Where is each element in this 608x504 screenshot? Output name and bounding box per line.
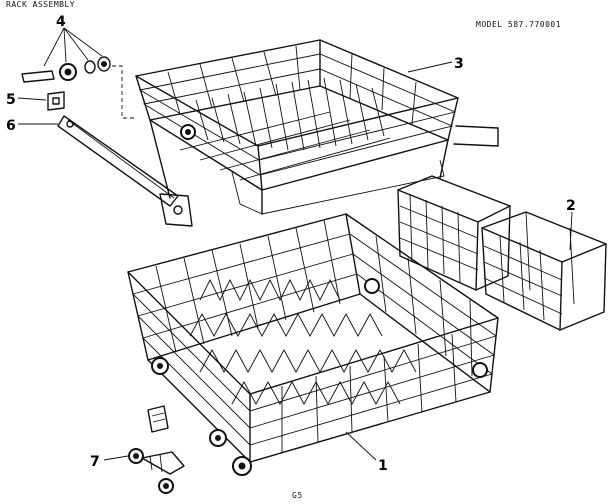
callout-7: 7 bbox=[90, 454, 100, 470]
leader-1 bbox=[345, 431, 377, 461]
callout-2: 2 bbox=[566, 198, 576, 214]
leader-7 bbox=[103, 455, 129, 461]
leader-3 bbox=[407, 61, 453, 73]
part-5-end-stop[interactable] bbox=[47, 91, 65, 111]
page-code: G5 bbox=[292, 491, 303, 500]
leader-4 bbox=[43, 27, 103, 67]
callout-6: 6 bbox=[6, 118, 16, 134]
callout-3: 3 bbox=[454, 56, 464, 72]
part-1-lower-rack[interactable] bbox=[127, 213, 499, 476]
leader-2 bbox=[569, 211, 573, 251]
assembly-dashed-line bbox=[112, 65, 136, 119]
model-number: MODEL 587.770001 bbox=[476, 20, 562, 29]
leader-5 bbox=[17, 97, 47, 101]
part-4-roller-stud[interactable] bbox=[21, 56, 111, 83]
part-6-rack-track[interactable] bbox=[57, 115, 193, 227]
diagram-title: RACK ASSEMBLY bbox=[6, 0, 76, 9]
part-7-lower-roller[interactable] bbox=[128, 405, 185, 494]
part-3-upper-rack[interactable] bbox=[135, 39, 499, 215]
part-2-silverware-basket[interactable] bbox=[397, 175, 607, 331]
callout-5: 5 bbox=[6, 92, 16, 108]
callout-1: 1 bbox=[378, 458, 388, 474]
callout-4: 4 bbox=[56, 14, 66, 30]
